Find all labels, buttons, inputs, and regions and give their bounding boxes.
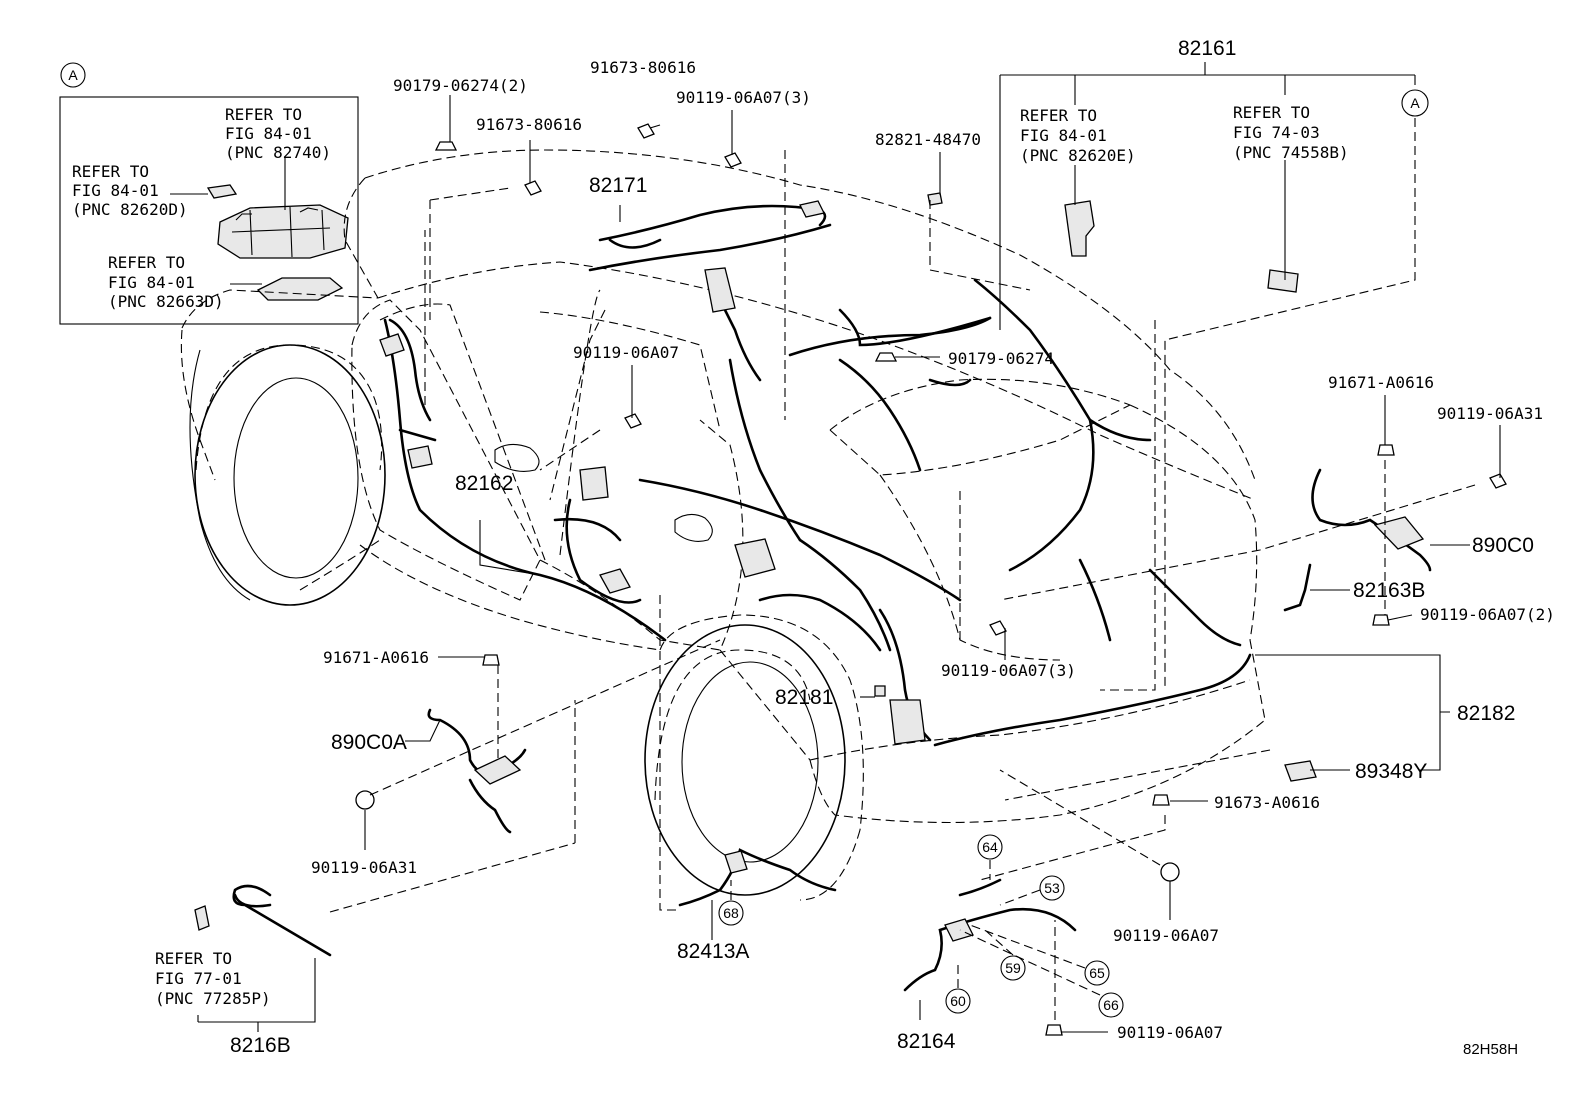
label-82163b: 82163B (1353, 579, 1425, 602)
inset-refer1-line2: FIG 84-01 (225, 124, 312, 143)
label-90119-06a07-3-mid: 90119-06A07(3) (941, 661, 1076, 680)
label-90119-06a31-right: 90119-06A31 (1437, 404, 1543, 423)
inset-refer1-line3: (PNC 82740) (225, 143, 331, 162)
sensor-890C0 (1311, 468, 1432, 572)
label-90119-06a31-left: 90119-06A31 (311, 858, 417, 877)
bolts (355, 123, 1507, 1036)
sensor-890C0A (427, 708, 527, 834)
part-labels: 90179-06274(2) 91673-80616 91673-80616 9… (155, 37, 1555, 1058)
circled-callouts: 64 53 68 59 65 60 66 (718, 834, 1124, 1018)
label-82164: 82164 (897, 1030, 956, 1053)
label-90119-06a07-3-top: 90119-06A07(3) (676, 88, 811, 107)
inset-refer2-line2: FIG 84-01 (72, 181, 159, 200)
connector-82181 (874, 685, 886, 697)
harness-82171 (588, 200, 832, 272)
label-90179-06274: 90179-06274 (948, 349, 1054, 368)
callout-60: 60 (950, 993, 966, 1009)
label-90119-06a07-lower: 90119-06A07 (1113, 926, 1219, 945)
refer6-line1: REFER TO (155, 949, 232, 968)
label-890c0: 890C0 (1472, 534, 1534, 557)
harness-82413A (678, 848, 837, 907)
rear-wheel (644, 624, 846, 896)
harness-82162 (379, 318, 667, 642)
label-8216b: 8216B (230, 1034, 291, 1057)
label-91671-a0616-right: 91671-A0616 (1328, 373, 1434, 392)
callout-59: 59 (1005, 960, 1021, 976)
label-90119-06a07-mid: 90119-06A07 (573, 343, 679, 362)
connector-82821 (927, 192, 943, 206)
callout-53: 53 (1044, 880, 1060, 896)
center-harness (638, 267, 972, 745)
callout-68: 68 (723, 905, 739, 921)
inset-circle-label: A (68, 67, 78, 83)
vehicle-body-outline (180, 149, 1266, 901)
harness-82161 (788, 200, 1299, 572)
label-91671-a0616-left: 91671-A0616 (323, 648, 429, 667)
door-handles (494, 443, 713, 542)
harness-8216B (194, 884, 332, 957)
refer5-line2: FIG 74-03 (1233, 123, 1320, 142)
label-90179-06274-2: 90179-06274(2) (393, 76, 528, 95)
inset-detail-a: A REFER TO FIG 84-01 (PNC 82740) REFER T… (59, 62, 359, 325)
callout-66: 66 (1103, 997, 1119, 1013)
label-91673-80616-b: 91673-80616 (476, 115, 582, 134)
label-91673-80616-a: 91673-80616 (590, 58, 696, 77)
label-82181: 82181 (775, 686, 833, 709)
inset-refer1-line1: REFER TO (225, 105, 302, 124)
label-89348y: 89348Y (1355, 760, 1427, 783)
refer4-line3: (PNC 82620E) (1020, 146, 1136, 165)
label-82171: 82171 (589, 174, 647, 197)
label-82821-48470: 82821-48470 (875, 130, 981, 149)
label-91673-a0616: 91673-A0616 (1214, 793, 1320, 812)
callout-65: 65 (1089, 965, 1105, 981)
harness-82164 (903, 878, 1077, 992)
label-90119-06a07-2: 90119-06A07(2) (1420, 605, 1555, 624)
label-90119-06a07-bottom: 90119-06A07 (1117, 1023, 1223, 1042)
front-wheel (189, 344, 386, 606)
label-82413a: 82413A (677, 940, 749, 963)
footer-code: 82H58H (1463, 1041, 1518, 1058)
label-890c0a: 890C0A (331, 731, 407, 754)
label-82182: 82182 (1457, 702, 1515, 725)
callout-64: 64 (982, 839, 998, 855)
clip-89348Y (1284, 760, 1317, 782)
refer4-line2: FIG 84-01 (1020, 126, 1107, 145)
inset-refer3-line1: REFER TO (108, 253, 185, 272)
label-82161: 82161 (1178, 37, 1236, 60)
harness-82182 (933, 558, 1252, 747)
detail-a-circle-label: A (1410, 95, 1420, 111)
detail-a-reference: A (1401, 89, 1429, 117)
inset-refer3-line3: (PNC 82663D) (108, 292, 224, 311)
inset-refer2-line3: (PNC 82620D) (72, 200, 188, 219)
refer6-line2: FIG 77-01 (155, 969, 242, 988)
refer5-line1: REFER TO (1233, 103, 1310, 122)
inset-refer3-line2: FIG 84-01 (108, 273, 195, 292)
label-82162: 82162 (455, 472, 513, 495)
leader-lines (197, 62, 1501, 1033)
refer6-line3: (PNC 77285P) (155, 989, 271, 1008)
refer4-line1: REFER TO (1020, 106, 1097, 125)
bracket-82163B (1283, 563, 1312, 612)
refer5-line3: (PNC 74558B) (1233, 143, 1349, 162)
inset-refer2-line1: REFER TO (72, 162, 149, 181)
